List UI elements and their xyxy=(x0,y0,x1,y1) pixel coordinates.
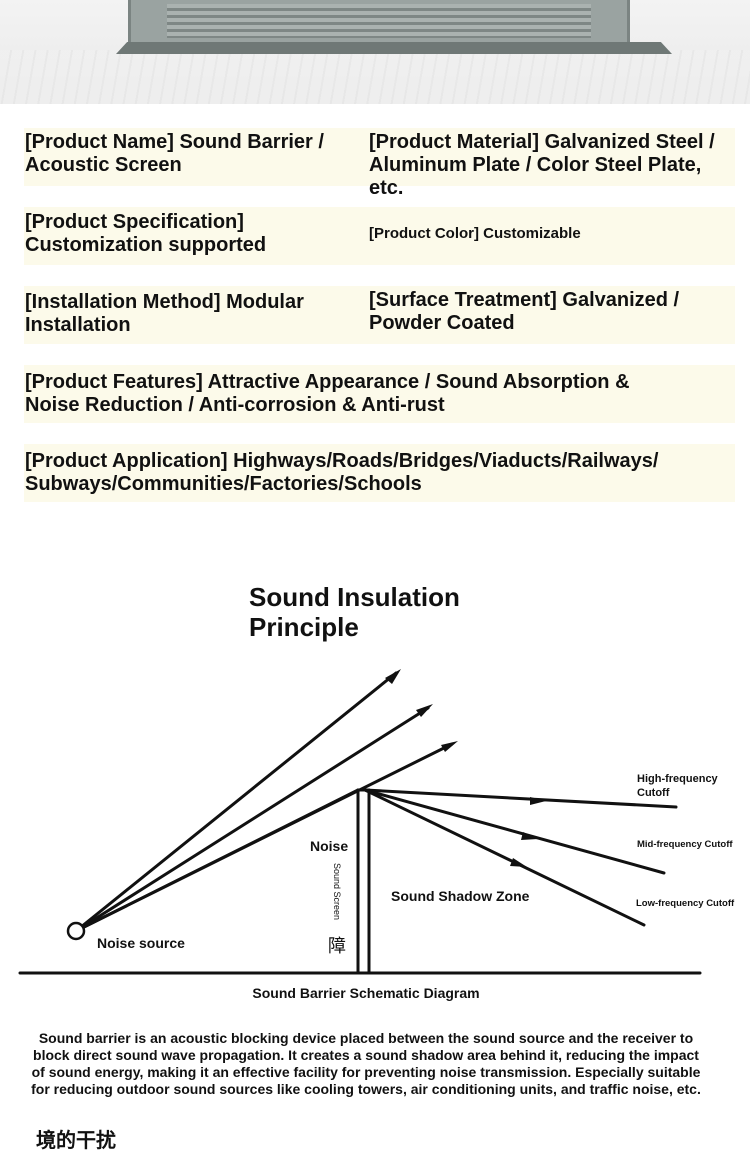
spec-row-1: [Product Name] Sound Barrier / Acoustic … xyxy=(24,128,735,199)
arrowhead-3 xyxy=(441,741,458,752)
diagram-caption: Sound Barrier Schematic Diagram xyxy=(252,985,480,1001)
product-photo xyxy=(0,0,750,104)
spec-product-material: [Product Material] Galvanized Steel / Al… xyxy=(369,131,715,199)
arrowhead-mid xyxy=(521,832,538,840)
spec-product-application: [Product Application] Highways/Roads/Bri… xyxy=(25,450,659,495)
spec-product-color: [Product Color] Customizable xyxy=(369,225,581,242)
next-section-heading: 境的干扰 xyxy=(36,1130,116,1152)
sound-barrier-diagram xyxy=(18,669,702,975)
spec-installation-method: [Installation Method] Modular Installati… xyxy=(25,291,304,336)
label-sound-screen: Sound Screen xyxy=(332,863,342,921)
arrowhead-2 xyxy=(416,704,433,717)
label-noise: Noise xyxy=(310,838,349,854)
ray-direct-2 xyxy=(74,706,430,933)
description-paragraph: Sound barrier is an acoustic blocking de… xyxy=(31,1030,701,1097)
ray-mid-frequency xyxy=(363,788,666,875)
photo-barrier-panel xyxy=(128,0,630,44)
spec-row-4: [Product Features] Attractive Appearance… xyxy=(24,365,735,423)
arrowhead-high xyxy=(530,797,546,805)
label-barrier-char: 障 xyxy=(328,936,346,956)
spec-product-specification: [Product Specification] Customization su… xyxy=(25,211,267,256)
spec-row-2: [Product Specification] Customization su… xyxy=(24,207,735,265)
spec-row-3: [Installation Method] Modular Installati… xyxy=(24,286,735,344)
photo-barrier-base xyxy=(116,42,672,54)
ray-high-frequency xyxy=(363,788,678,809)
noise-source-icon xyxy=(66,921,86,941)
label-low-frequency: Low-frequency Cutoff xyxy=(636,898,735,909)
arrowhead-low xyxy=(510,858,527,867)
diagram-title: Sound Insulation Principle xyxy=(249,582,460,642)
spec-row-5: [Product Application] Highways/Roads/Bri… xyxy=(24,444,735,502)
spec-product-features: [Product Features] Attractive Appearance… xyxy=(25,371,630,416)
label-noise-source: Noise source xyxy=(97,935,185,951)
ray-to-barrier xyxy=(74,788,360,933)
spec-surface-treatment: [Surface Treatment] Galvanized / Powder … xyxy=(369,289,680,334)
arrowhead-1 xyxy=(385,669,401,684)
photo-floor xyxy=(0,50,750,104)
label-shadow-zone: Sound Shadow Zone xyxy=(391,888,530,904)
ray-low-frequency xyxy=(363,788,646,927)
label-high-frequency: High-frequency Cutoff xyxy=(637,773,718,799)
label-mid-frequency: Mid-frequency Cutoff xyxy=(637,839,733,850)
ray-direct-1 xyxy=(74,671,398,933)
spec-product-name: [Product Name] Sound Barrier / Acoustic … xyxy=(25,131,324,176)
